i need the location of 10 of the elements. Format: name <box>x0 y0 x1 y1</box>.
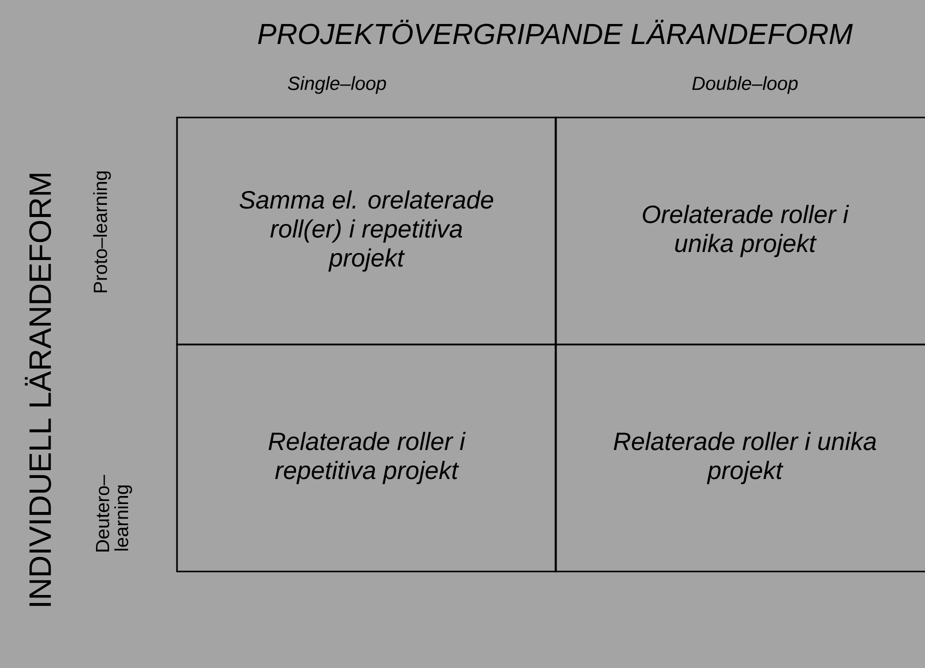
axis-title: PROJEKTÖVERGRIPANDE LÄRANDEFORM <box>258 20 853 44</box>
matrix-cell: Relaterade roller i unika projekt <box>554 344 925 572</box>
row-header: Deutero– learning <box>96 474 132 552</box>
matrix-cell: Relaterade roller i repetitiva projekt <box>176 344 557 572</box>
column-header: Double–loop <box>692 76 798 94</box>
column-header: Single–loop <box>288 76 386 94</box>
matrix-cell: Orelaterade roller i unika projekt <box>554 116 925 346</box>
axis-title: INDIVIDUELL LÄRANDEFORM <box>24 174 52 606</box>
matrix-cell: Samma el. orelaterade roll(er) i repetitiva projekt <box>176 116 557 346</box>
row-header: Proto–learning <box>93 171 111 292</box>
